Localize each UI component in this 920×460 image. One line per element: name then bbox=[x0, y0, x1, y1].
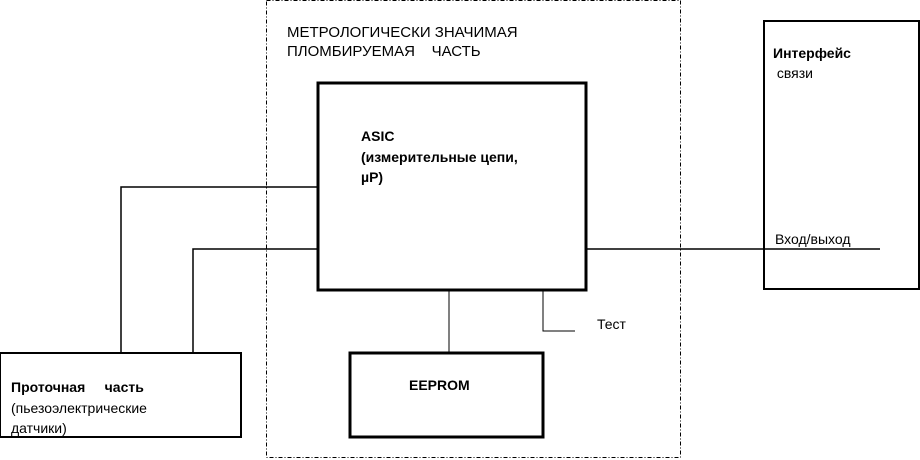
connection-flow-asic-2 bbox=[192, 248, 318, 353]
asic-block bbox=[316, 81, 588, 292]
asic-line2: (измерительные цепи, bbox=[361, 149, 518, 165]
asic-line3: µP) bbox=[361, 169, 384, 185]
interface-title: Интерфейс bbox=[773, 45, 851, 61]
connection-test bbox=[542, 290, 575, 332]
asic-title: ASIC bbox=[361, 128, 395, 144]
io-label: Вход/выход bbox=[775, 231, 851, 247]
test-label: Тест bbox=[597, 316, 626, 332]
sealed-zone-label-2: ПЛОМБИРУЕМАЯ ЧАСТЬ bbox=[287, 43, 481, 60]
sealed-zone-border bbox=[266, 0, 681, 458]
eeprom-block bbox=[348, 351, 545, 439]
connection-flow-asic-1 bbox=[120, 186, 318, 353]
sealed-zone-label-1: МЕТРОЛОГИЧЕСКИ ЗНАЧИМАЯ bbox=[287, 24, 518, 41]
interface-block bbox=[763, 20, 920, 290]
interface-line2: связи bbox=[773, 65, 813, 81]
flow-part-line2: (пьезоэлектрические bbox=[11, 400, 147, 416]
eeprom-title: EEPROM bbox=[409, 377, 470, 393]
flow-part-line3: датчики) bbox=[11, 420, 67, 436]
flow-part-title: Проточная часть bbox=[11, 379, 144, 395]
